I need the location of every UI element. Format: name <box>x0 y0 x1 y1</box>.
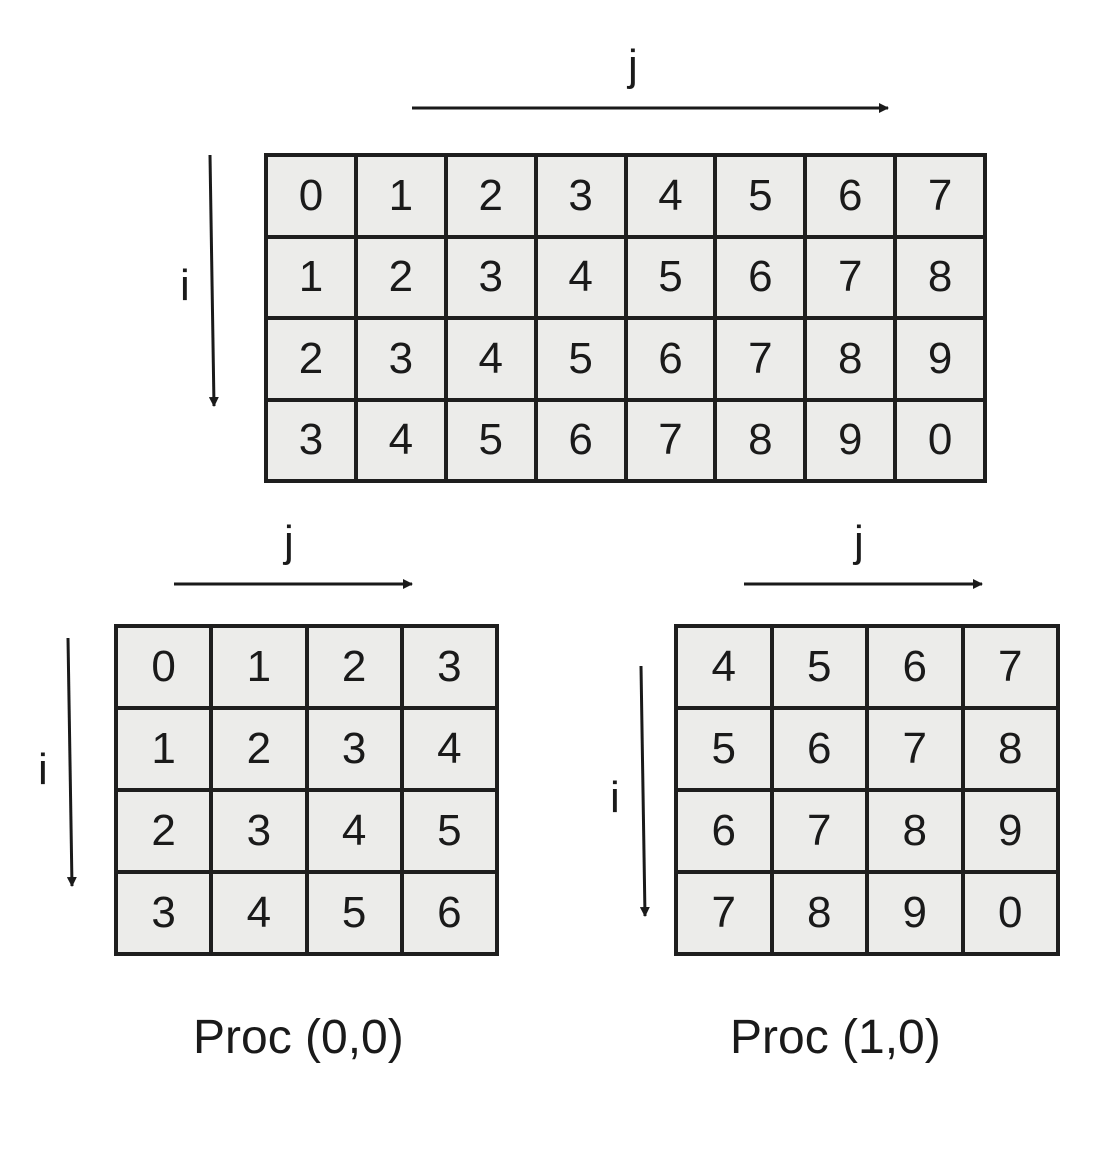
grid-cell: 5 <box>403 792 495 870</box>
grid-cell: 8 <box>807 320 894 398</box>
grid-cell: 3 <box>403 628 495 706</box>
grid-cell: 5 <box>537 320 624 398</box>
grid-cell: 7 <box>627 401 714 479</box>
grid-cell: 3 <box>537 157 624 235</box>
grid-cell: 3 <box>213 792 305 870</box>
grid-cell: 5 <box>308 874 400 952</box>
grid-cell: 7 <box>964 628 1056 706</box>
grid-cell: 8 <box>773 874 865 952</box>
proc00-i-label: i <box>38 745 48 794</box>
grid-cell: 6 <box>717 238 804 316</box>
full-j-label: j <box>628 41 638 90</box>
grid-cell: 5 <box>773 628 865 706</box>
grid-cell: 2 <box>308 628 400 706</box>
grid-cell: 2 <box>357 238 444 316</box>
grid-cell: 1 <box>118 710 210 788</box>
grid-cell: 9 <box>964 792 1056 870</box>
proc10-i-label: i <box>610 773 620 822</box>
proc10-caption: Proc (1,0) <box>730 1011 941 1064</box>
grid-cell: 9 <box>869 874 961 952</box>
full-i-label: i <box>180 261 190 310</box>
grid-cell: 4 <box>308 792 400 870</box>
grid-cell: 5 <box>678 710 770 788</box>
grid-cell: 0 <box>897 401 983 479</box>
grid-cell: 8 <box>897 238 983 316</box>
grid-cell: 4 <box>213 874 305 952</box>
grid-cell: 2 <box>268 320 354 398</box>
grid-cell: 7 <box>869 710 961 788</box>
full-i-arrow <box>208 154 219 407</box>
grid-cell: 4 <box>627 157 714 235</box>
grid-cell: 7 <box>773 792 865 870</box>
grid-cell: 2 <box>213 710 305 788</box>
grid-cell: 1 <box>213 628 305 706</box>
proc10-j-label: j <box>854 517 864 566</box>
grid-cell: 8 <box>717 401 804 479</box>
grid-cell: 6 <box>807 157 894 235</box>
grid-cell: 7 <box>807 238 894 316</box>
grid-cell: 8 <box>964 710 1056 788</box>
grid-cell: 3 <box>308 710 400 788</box>
proc00-i-arrow <box>66 637 77 887</box>
proc10-grid: 4 5 6 7 5 6 7 8 6 7 8 9 7 8 9 0 <box>674 624 1060 956</box>
proc00-caption: Proc (0,0) <box>193 1011 404 1064</box>
grid-cell: 4 <box>403 710 495 788</box>
grid-cell: 1 <box>357 157 444 235</box>
proc00-grid: 0 1 2 3 1 2 3 4 2 3 4 5 3 4 5 6 <box>114 624 499 956</box>
grid-cell: 7 <box>717 320 804 398</box>
proc00-j-label: j <box>284 517 294 566</box>
full-grid: 0 1 2 3 4 5 6 7 1 2 3 4 5 6 7 8 2 3 4 5 … <box>264 153 987 483</box>
grid-cell: 6 <box>869 628 961 706</box>
grid-cell: 2 <box>118 792 210 870</box>
grid-cell: 1 <box>268 238 354 316</box>
grid-cell: 2 <box>447 157 534 235</box>
grid-cell: 3 <box>447 238 534 316</box>
grid-cell: 0 <box>268 157 354 235</box>
grid-cell: 5 <box>717 157 804 235</box>
grid-cell: 3 <box>357 320 444 398</box>
grid-cell: 5 <box>627 238 714 316</box>
grid-cell: 5 <box>447 401 534 479</box>
grid-cell: 0 <box>118 628 210 706</box>
grid-cell: 4 <box>678 628 770 706</box>
grid-cell: 6 <box>678 792 770 870</box>
grid-cell: 6 <box>403 874 495 952</box>
grid-cell: 4 <box>537 238 624 316</box>
grid-cell: 3 <box>268 401 354 479</box>
grid-cell: 9 <box>897 320 983 398</box>
grid-cell: 8 <box>869 792 961 870</box>
proc10-i-arrow <box>639 665 650 917</box>
grid-cell: 0 <box>964 874 1056 952</box>
grid-cell: 7 <box>678 874 770 952</box>
grid-cell: 4 <box>357 401 444 479</box>
grid-cell: 6 <box>627 320 714 398</box>
grid-cell: 6 <box>537 401 624 479</box>
grid-cell: 7 <box>897 157 983 235</box>
grid-cell: 9 <box>807 401 894 479</box>
grid-cell: 3 <box>118 874 210 952</box>
grid-cell: 4 <box>447 320 534 398</box>
grid-cell: 6 <box>773 710 865 788</box>
